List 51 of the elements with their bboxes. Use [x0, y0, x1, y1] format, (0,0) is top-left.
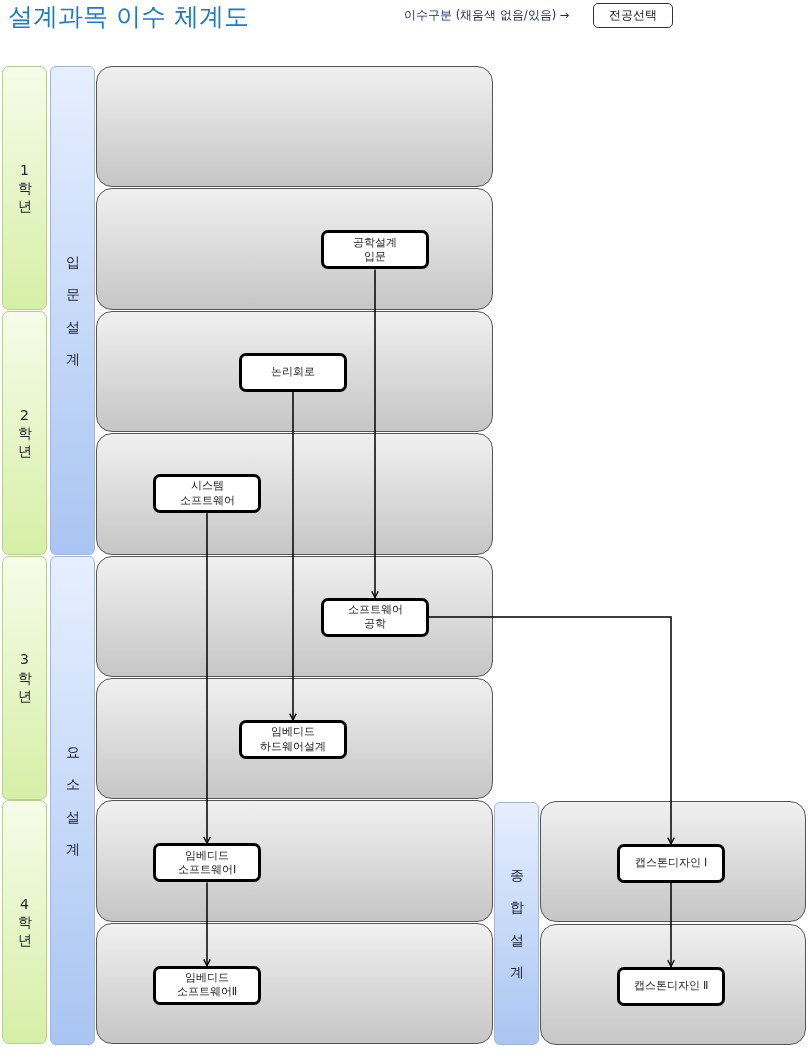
- arrow: [667, 882, 675, 968]
- course-box: [153, 965, 261, 1005]
- semester-band: [96, 310, 493, 433]
- semester-band: [96, 678, 493, 800]
- course-name: 임베디드 하드웨어설계: [259, 725, 327, 754]
- semester-band: [96, 800, 493, 922]
- semester-band: [96, 188, 493, 310]
- course-name: 임베디드 소프트웨어Ⅱ: [175, 971, 239, 1000]
- arrow: [203, 881, 211, 967]
- grade-label-column: [2, 310, 47, 555]
- semester-band: [96, 555, 493, 677]
- column-label: 요소설계: [65, 743, 80, 859]
- arrow: [289, 391, 297, 721]
- legend-note: 이수구분 (채움색 없음/있음) →: [404, 8, 570, 23]
- course-box: [617, 966, 725, 1006]
- course-name: 임베디드 소프트웨어Ⅰ: [176, 848, 238, 878]
- category-label-column: [50, 66, 95, 555]
- grade-label-column: [2, 555, 47, 800]
- course-name: 공학설계 입문: [352, 235, 398, 265]
- category-label-column: [494, 802, 539, 1045]
- semester-band: [96, 922, 493, 1045]
- course-name: 소프트웨어 공학: [346, 602, 404, 632]
- grade-label-column: [2, 800, 47, 1045]
- major-select-button: 전공선택: [593, 3, 673, 28]
- course-name: 논리회로: [271, 365, 315, 380]
- column-label: 종합설계: [509, 866, 524, 982]
- course-name: 캡스톤디자인 Ⅰ: [634, 856, 708, 871]
- arrow: [203, 512, 211, 845]
- semester-band: [540, 923, 806, 1045]
- course-box: [239, 352, 347, 392]
- category-label-column: [50, 556, 95, 1045]
- column-label: 1학년: [17, 160, 32, 216]
- course-box: [153, 474, 261, 514]
- arrow: [428, 616, 675, 845]
- course-box: [617, 844, 725, 883]
- column-label: 4학년: [17, 895, 32, 950]
- semester-band: [96, 66, 493, 188]
- column-label: 3학년: [17, 650, 32, 705]
- course-box: [153, 843, 261, 883]
- course-name: 캡스톤디자인 Ⅱ: [633, 978, 709, 994]
- column-label: 2학년: [17, 405, 32, 461]
- course-box: [239, 720, 347, 759]
- grade-label-column: [2, 66, 47, 310]
- column-label: 입문설계: [65, 253, 80, 369]
- course-box: [321, 597, 429, 637]
- arrow: [371, 268, 379, 599]
- diagram-title: 설계과목 이수 체계도: [8, 1, 249, 33]
- course-box: [321, 230, 429, 270]
- semester-band: [96, 433, 493, 555]
- course-name: 시스템 소프트웨어: [178, 479, 236, 508]
- semester-band: [540, 801, 806, 923]
